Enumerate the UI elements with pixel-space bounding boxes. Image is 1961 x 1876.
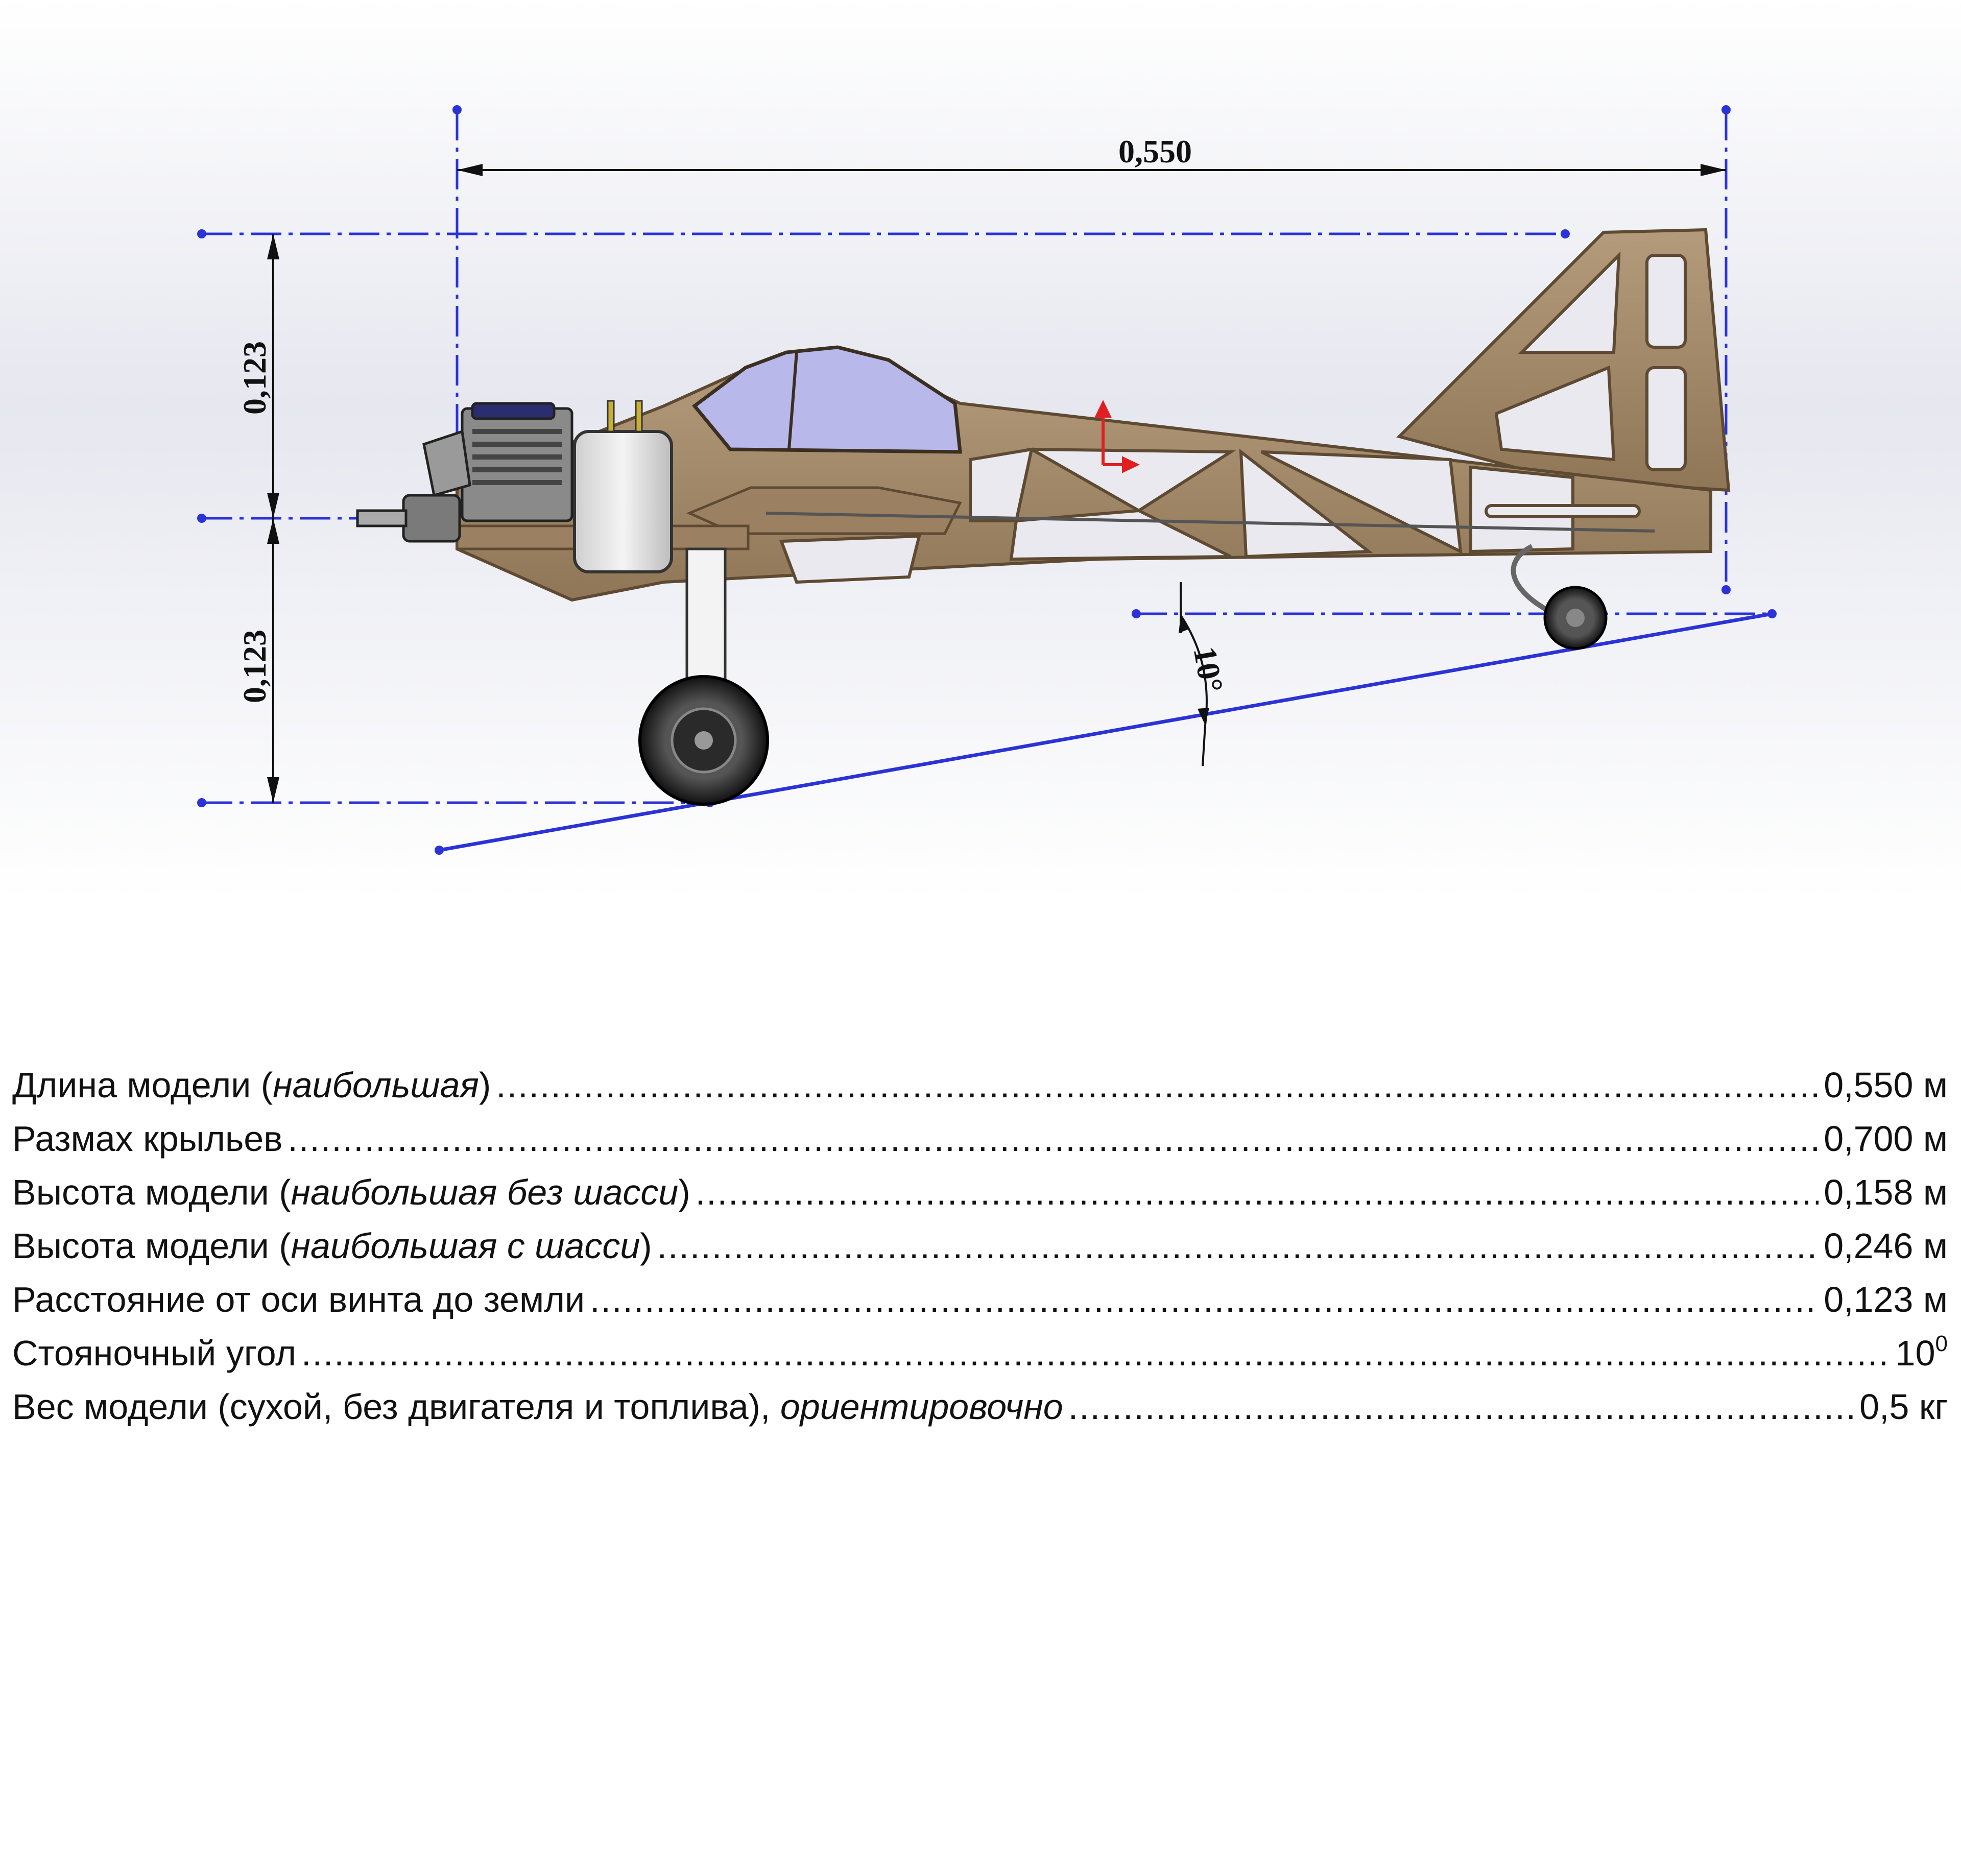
spec-row-weight: Вес модели (сухой, без двигателя и топли…: [12, 1386, 1948, 1440]
spec-value: 0,246 м: [1824, 1226, 1948, 1266]
dimension-length: 0,550: [457, 133, 1726, 176]
aircraft-model: [356, 228, 1731, 806]
spec-value: 100: [1895, 1331, 1948, 1374]
spec-row-prop-axis-height: Расстояние от оси винта до земли 0,123 м: [12, 1279, 1948, 1333]
main-gear-leg: [685, 547, 727, 681]
leader-dots: [301, 1333, 1891, 1374]
spec-row-height-with-gear: Высота модели (наибольшая с шасси) 0,246…: [12, 1225, 1948, 1279]
spec-label: Расстояние от оси винта до земли: [12, 1280, 585, 1319]
ground-slope-line: [439, 612, 1773, 852]
spec-value: 0,158 м: [1824, 1172, 1948, 1212]
specifications-list: Длина модели (наибольшая) 0,550 м Размах…: [12, 1065, 1948, 1440]
spec-row-height-without-gear: Высота модели (наибольшая без шасси) 0,1…: [12, 1172, 1948, 1225]
leader-dots: [657, 1225, 1819, 1266]
pushrod: [766, 512, 1655, 533]
spec-value: 0,123 м: [1824, 1280, 1948, 1319]
leader-dots: [1068, 1386, 1854, 1427]
spec-value: 0,700 м: [1824, 1119, 1948, 1159]
leader-dots: [496, 1065, 1819, 1105]
spec-row-wingspan: Размах крыльев 0,700 м: [12, 1118, 1948, 1172]
tailwheel-strut: [1511, 544, 1564, 620]
height-upper-dimension-label: 0,123: [236, 341, 273, 415]
cg-marker: [1094, 400, 1140, 473]
spec-row-length: Длина модели (наибольшая) 0,550 м: [12, 1065, 1948, 1118]
tail-fin-cutouts: [1494, 251, 1687, 471]
spec-label: Стояночный угол: [12, 1333, 296, 1373]
spec-label: Высота модели (наибольшая без шасси): [12, 1172, 690, 1212]
engine: [356, 402, 573, 543]
spec-value: 0,5 кг: [1859, 1387, 1948, 1427]
leader-dots: [288, 1118, 1819, 1159]
dimension-height-upper: 0,123: [236, 234, 279, 518]
canopy: [691, 345, 962, 454]
fuel-tank: [573, 430, 673, 573]
tail-wheel: [1543, 586, 1608, 650]
height-lower-dimension-label: 0,123: [236, 630, 273, 703]
main-wheel: [638, 675, 769, 806]
spec-row-ground-angle: Стояночный угол 100: [12, 1333, 1948, 1386]
aircraft-dimension-drawing: 0,550 0,123 0,123 10°: [0, 0, 1961, 899]
dimension-angle: 10°: [1179, 582, 1230, 766]
length-dimension-label: 0,550: [1118, 133, 1192, 170]
leader-dots: [590, 1279, 1819, 1320]
spec-label: Длина модели (наибольшая): [12, 1065, 491, 1105]
spec-label: Высота модели (наибольшая с шасси): [12, 1226, 652, 1266]
spec-label: Размах крыльев: [12, 1119, 283, 1159]
dimension-height-lower: 0,123: [236, 518, 279, 803]
spec-value: 0,550 м: [1824, 1065, 1948, 1105]
spec-label: Вес модели (сухой, без двигателя и топли…: [12, 1387, 1063, 1427]
leader-dots: [696, 1172, 1819, 1213]
angle-dimension-label: 10°: [1186, 644, 1230, 695]
